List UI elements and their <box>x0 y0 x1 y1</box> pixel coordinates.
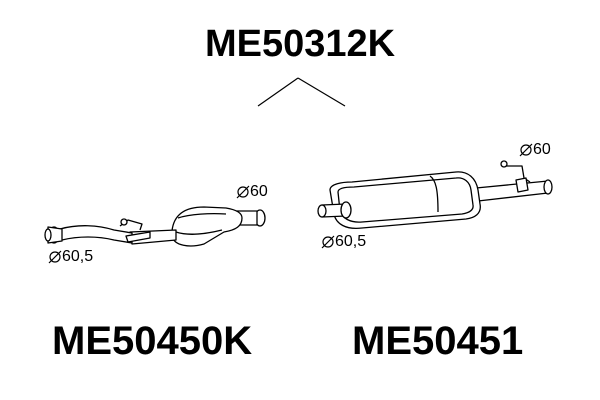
diameter-icon <box>48 250 62 264</box>
front-part-code: ME50450K <box>52 319 253 363</box>
rear-part-code: ME50451 <box>352 319 524 363</box>
diameter-icon <box>519 143 533 157</box>
front-outlet-diameter-label: 60 <box>250 183 268 200</box>
rear-inlet-diameter-label: 60,5 <box>335 233 367 250</box>
front-inlet-diameter-label: 60,5 <box>62 248 94 265</box>
rear-outlet-diameter-label: 60 <box>533 141 551 158</box>
kit-bracket <box>257 77 346 107</box>
rear-silencer-drawing <box>317 160 553 230</box>
kit-code-title: ME50312K <box>204 23 396 65</box>
diameter-icon <box>321 235 335 249</box>
front-pipe-drawing <box>44 206 266 247</box>
diameter-icon <box>236 185 250 199</box>
